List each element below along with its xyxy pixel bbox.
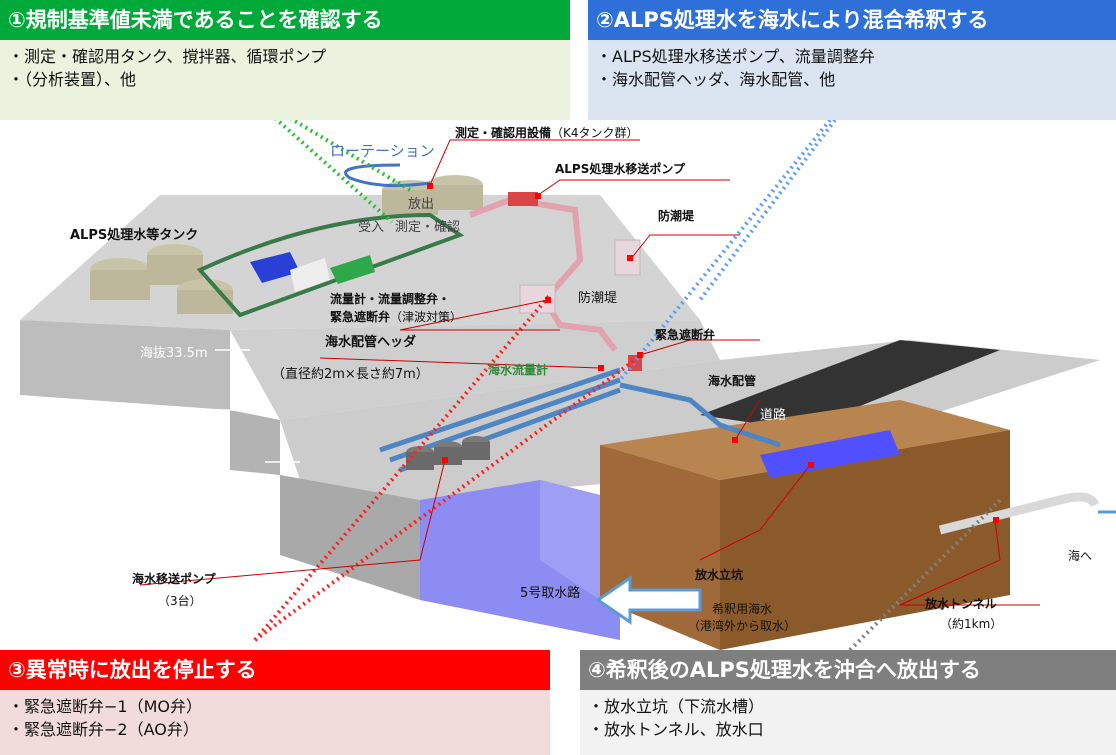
flow-label-1: 流量計・流量調整弁・ [330, 292, 451, 306]
callout-step1 [273, 116, 394, 224]
flow-label-2-name: 緊急遮断弁 [330, 310, 391, 324]
seawater-pipe [619, 382, 781, 448]
step3-panel: ③異常時に放出を停止する ・緊急遮断弁−1（MO弁） ・緊急遮断弁−2（AO弁） [0, 650, 550, 755]
alps-tanks [90, 175, 483, 314]
rotation-arrow [344, 163, 431, 188]
header-label: 海水配管ヘッダ [325, 335, 417, 350]
step2-item: ・ALPS処理水移送ポンプ、流量調整弁 [596, 47, 875, 66]
callout-step2b [698, 118, 837, 302]
leader-valve [639, 339, 760, 356]
elev-11-label: 海抜11.5m [90, 406, 158, 421]
step3-body: ・緊急遮断弁−1（MO弁） ・緊急遮断弁−2（AO弁） [0, 690, 550, 755]
step1-body: ・測定・確認用タンク、撹拌器、循環ポンプ ・（分析装置）、他 [0, 40, 570, 120]
callout-step2 [618, 118, 832, 382]
leader-shaft [699, 464, 811, 561]
sea-pipe-label: 海水配管 [708, 374, 757, 388]
flow-label-2: 緊急遮断弁（津波対策） [330, 308, 462, 325]
dilution-label: 希釈用海水 （港湾外から取水） [672, 600, 812, 634]
emergency-valve-label: 緊急遮断弁 [655, 328, 716, 342]
shaft-label: 放水立坑 [695, 568, 744, 582]
alps-pump-label: ALPS処理水移送ポンプ [555, 162, 686, 176]
measure-confirm-label: 測定・確認 [395, 220, 461, 235]
rotation-label: ローテーション [330, 142, 435, 160]
flow-note: （津波対策） [390, 310, 463, 324]
white-building [290, 258, 330, 292]
elev-33-label: 海抜33.5m [140, 346, 208, 361]
step1-item: ・測定・確認用タンク、撹拌器、循環ポンプ [8, 47, 327, 66]
leader-alps-pump [537, 179, 730, 196]
measure-equipment-name: 測定・確認用設備 [455, 126, 552, 140]
step2-body: ・ALPS処理水移送ポンプ、流量調整弁 ・海水配管ヘッダ、海水配管、他 [588, 40, 1116, 120]
leader-sea-pipe [734, 399, 761, 441]
callout-step3b [253, 358, 637, 642]
shaft-water [760, 430, 900, 478]
leader-flow [399, 299, 560, 331]
step4-body: ・放水立坑（下流水槽） ・放水トンネル、放水口 [580, 690, 1116, 755]
leader-measure [429, 139, 640, 186]
step2-panel: ②ALPS処理水を海水により混合希釈する ・ALPS処理水移送ポンプ、流量調整弁… [588, 0, 1116, 120]
step1-panel: ①規制基準値未満であることを確認する ・測定・確認用タンク、撹拌器、循環ポンプ … [0, 0, 570, 120]
step1-title: ①規制基準値未満であることを確認する [0, 0, 570, 40]
quay-left [280, 475, 420, 600]
seawall-label: 防潮堤 [658, 209, 695, 223]
leader-tunnel [899, 519, 1040, 606]
callout-step3 [253, 293, 552, 642]
step3-title: ③異常時に放出を停止する [0, 650, 550, 690]
flowmeter-label: 海水流量計 [488, 363, 549, 377]
receive-label: 受入 [358, 220, 385, 235]
terrace-top [230, 320, 720, 420]
shaft-front [720, 430, 1010, 650]
road-label: 道路 [760, 408, 787, 423]
leader-pump [139, 459, 446, 586]
header-size-label: （直径約2m×長さ約7m） [272, 367, 429, 382]
step3-item: ・緊急遮断弁−2（AO弁） [8, 720, 199, 739]
to-sea-label: 海へ [1068, 549, 1093, 563]
dilution-seawater-arrow [595, 575, 702, 625]
dilution-label-2: （港湾外から取水） [687, 619, 796, 633]
shaft-top [600, 400, 1010, 480]
step4-item: ・放水トンネル、放水口 [588, 720, 764, 739]
leader-seawall [629, 234, 740, 261]
step4-item: ・放水立坑（下流水槽） [588, 697, 765, 716]
release-label: 放出 [408, 197, 435, 212]
intake-label: 5号取水路 [520, 586, 581, 601]
step4-panel: ④希釈後のALPS処理水を沖合へ放出する ・放水立坑（下流水槽） ・放水トンネル… [580, 650, 1116, 755]
step1-item: ・（分析装置）、他 [8, 70, 137, 89]
sw-pump-count-label: （3台） [158, 594, 202, 608]
terrace-front [230, 410, 280, 475]
tank-loop-pipe [196, 212, 465, 318]
sw-pump-label: 海水移送ポンプ [132, 572, 216, 586]
dilution-label-1: 希釈用海水 [711, 602, 772, 616]
alps-tanks-label: ALPS処理水等タンク [70, 228, 199, 243]
elev-2-label: 海抜2.5m [160, 458, 220, 473]
step2-item: ・海水配管ヘッダ、海水配管、他 [596, 70, 836, 89]
seawall-structure-label: 防潮堤 [578, 291, 618, 306]
step4-title: ④希釈後のALPS処理水を沖合へ放出する [580, 650, 1116, 690]
blue-building [250, 252, 300, 283]
tunnel-length-label: （約1km） [940, 617, 1003, 631]
plateau-front [20, 320, 230, 410]
measure-equipment-note: （K4タンク群） [551, 126, 639, 140]
step2-title: ②ALPS処理水を海水により混合希釈する [588, 0, 1116, 40]
alps-pump-box [508, 192, 538, 206]
measure-equipment-label: 測定・確認用設備（K4タンク群） [455, 124, 639, 141]
tunnel-label: 放水トンネル [925, 597, 997, 611]
leader-header [319, 357, 601, 369]
road-surface [700, 340, 1000, 430]
seawater-pumps [406, 436, 490, 470]
discharge-tunnel [938, 492, 1100, 535]
step3-item: ・緊急遮断弁−1（MO弁） [8, 697, 202, 716]
green-building [330, 255, 375, 284]
